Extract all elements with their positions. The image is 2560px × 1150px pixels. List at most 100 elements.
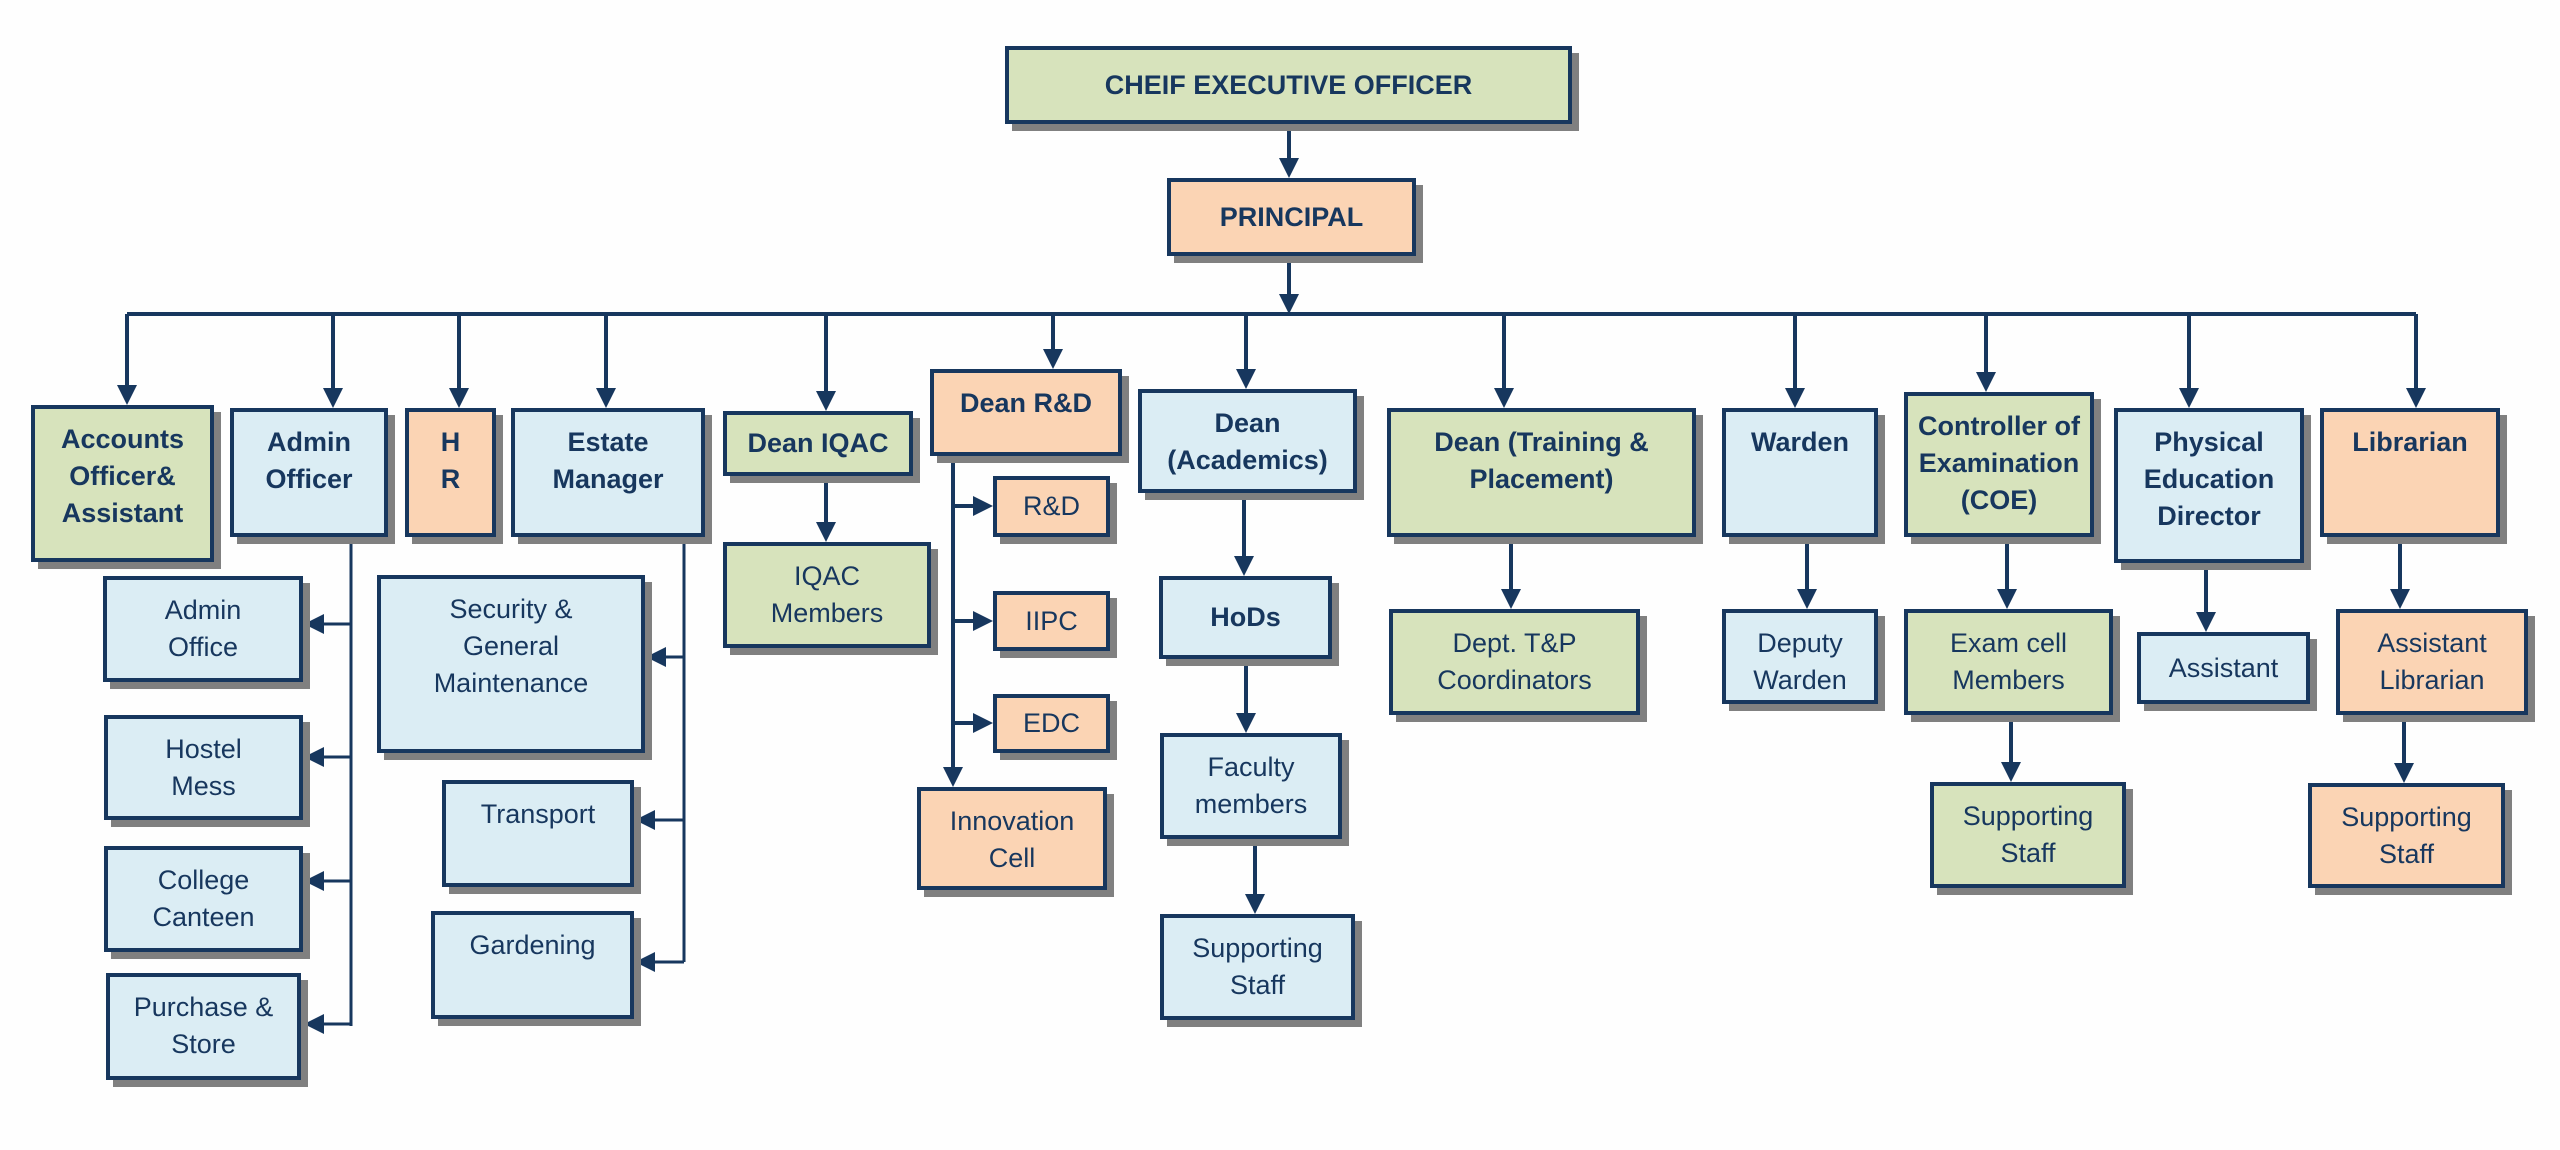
org-node-label: Physical Education Director xyxy=(2143,427,2275,531)
org-node-label: R&D xyxy=(1022,491,1080,521)
org-node-edc: EDC xyxy=(993,694,1110,753)
arrowhead-icon xyxy=(1501,589,1521,609)
org-node-label: Warden xyxy=(1750,427,1849,457)
org-node-asst-librarian: Assistant Librarian xyxy=(2336,609,2528,715)
arrowhead-icon xyxy=(1785,388,1805,408)
arrowhead-icon xyxy=(304,747,324,767)
arrowhead-icon xyxy=(973,496,993,516)
org-node-label: Estate Manager xyxy=(552,427,664,494)
org-node-label: Dean R&D xyxy=(959,388,1093,418)
org-node-iipc: IIPC xyxy=(993,591,1110,651)
org-node-label: Dean (Academics) xyxy=(1167,408,1328,475)
org-node-hods: HoDs xyxy=(1159,576,1332,659)
arrowhead-icon xyxy=(1494,388,1514,408)
org-node-acad-support: Supporting Staff xyxy=(1160,914,1355,1020)
arrowhead-icon xyxy=(304,1014,324,1034)
arrowhead-icon xyxy=(1976,372,1996,392)
org-node-security: Security & General Maintenance xyxy=(377,575,645,753)
arrowhead-icon xyxy=(1279,294,1299,314)
org-node-label: Admin Officer xyxy=(265,427,353,494)
org-node-deputy-warden: Deputy Warden xyxy=(1722,609,1878,704)
org-node-label: HoDs xyxy=(1210,602,1281,632)
arrowhead-icon xyxy=(1245,894,1265,914)
org-node-iqac-members: IQAC Members xyxy=(723,542,931,648)
org-node-warden: Warden xyxy=(1722,408,1878,537)
org-node-dean-iqac: Dean IQAC xyxy=(723,411,913,476)
org-node-dean-tnp: Dean (Training & Placement) xyxy=(1387,408,1696,537)
org-node-label: Faculty members xyxy=(1194,752,1308,819)
arrowhead-icon xyxy=(635,952,655,972)
org-node-label: Librarian xyxy=(2352,427,2468,457)
org-node-label: Gardening xyxy=(469,930,596,960)
org-node-label: Supporting Staff xyxy=(1192,933,1323,1000)
arrowhead-icon xyxy=(2196,612,2216,632)
org-node-ped: Physical Education Director xyxy=(2114,408,2304,563)
org-node-transport: Transport xyxy=(442,780,634,887)
arrowhead-icon xyxy=(117,385,137,405)
arrowhead-icon xyxy=(816,391,836,411)
arrowhead-icon xyxy=(1236,713,1256,733)
arrowhead-icon xyxy=(1997,589,2017,609)
org-node-accounts: Accounts Officer& Assistant xyxy=(31,405,214,562)
org-node-label: Supporting Staff xyxy=(2341,802,2472,869)
arrowhead-icon xyxy=(2390,589,2410,609)
org-node-tnp-coord: Dept. T&P Coordinators xyxy=(1389,609,1640,715)
org-node-label: IQAC Members xyxy=(770,561,884,628)
org-node-label: Assistant xyxy=(2168,652,2279,683)
org-node-label: College Canteen xyxy=(152,865,255,932)
org-node-innovation-cell: Innovation Cell xyxy=(917,787,1107,890)
org-node-principal: PRINCIPAL xyxy=(1167,178,1416,256)
org-node-hostel-mess: Hostel Mess xyxy=(104,715,303,820)
org-node-gardening: Gardening xyxy=(431,911,634,1019)
org-node-faculty: Faculty members xyxy=(1160,733,1342,839)
org-node-rnd: R&D xyxy=(993,476,1110,537)
arrowhead-icon xyxy=(304,614,324,634)
org-node-label: PRINCIPAL xyxy=(1219,201,1364,232)
arrowhead-icon xyxy=(1797,589,1817,609)
arrowhead-icon xyxy=(973,713,993,733)
org-node-label: Admin Office xyxy=(164,595,242,662)
org-node-ped-assistant: Assistant xyxy=(2137,632,2310,704)
arrowhead-icon xyxy=(943,767,963,787)
arrowhead-icon xyxy=(816,522,836,542)
arrowhead-icon xyxy=(2394,763,2414,783)
org-node-label: Transport xyxy=(480,799,596,829)
org-node-label: Hostel Mess xyxy=(165,734,242,801)
org-node-hr: H R xyxy=(405,408,496,537)
org-node-purchase-store: Purchase & Store xyxy=(106,973,301,1080)
org-node-librarian: Librarian xyxy=(2320,408,2500,537)
arrowhead-icon xyxy=(2179,388,2199,408)
org-node-label: Deputy Warden xyxy=(1753,628,1847,695)
arrowhead-icon xyxy=(596,388,616,408)
org-node-label: Security & General Maintenance xyxy=(433,594,589,698)
arrowhead-icon xyxy=(646,647,666,667)
org-node-label: Purchase & Store xyxy=(133,992,274,1059)
org-node-label: CHEIF EXECUTIVE OFFICER xyxy=(1104,69,1473,100)
org-node-dean-academics: Dean (Academics) xyxy=(1138,389,1357,493)
org-node-dean-rnd: Dean R&D xyxy=(930,369,1122,456)
org-node-label: IIPC xyxy=(1025,605,1078,636)
arrowhead-icon xyxy=(635,810,655,830)
arrowhead-icon xyxy=(2406,388,2426,408)
org-node-lib-support: Supporting Staff xyxy=(2308,783,2505,888)
arrowhead-icon xyxy=(1279,158,1299,178)
arrowhead-icon xyxy=(304,871,324,891)
org-node-label: Dean (Training & Placement) xyxy=(1434,427,1649,494)
org-node-label: Dept. T&P Coordinators xyxy=(1437,628,1592,695)
org-node-label: Controller of Examination (COE) xyxy=(1918,411,2080,515)
arrowhead-icon xyxy=(973,611,993,631)
org-node-college-canteen: College Canteen xyxy=(104,846,303,952)
org-node-estate-manager: Estate Manager xyxy=(511,408,705,537)
arrowhead-icon xyxy=(449,388,469,408)
org-node-label: Supporting Staff xyxy=(1962,801,2094,868)
org-node-coe: Controller of Examination (COE) xyxy=(1904,392,2094,537)
arrowhead-icon xyxy=(323,388,343,408)
org-node-admin-office: Admin Office xyxy=(103,576,303,682)
org-node-ceo: CHEIF EXECUTIVE OFFICER xyxy=(1005,46,1572,124)
org-node-label: Assistant Librarian xyxy=(2377,628,2487,695)
org-node-exam-cell: Exam cell Members xyxy=(1904,609,2113,715)
org-node-coe-support: Supporting Staff xyxy=(1930,782,2126,888)
org-node-label: Accounts Officer& Assistant xyxy=(60,424,185,528)
arrowhead-icon xyxy=(1043,349,1063,369)
arrowhead-icon xyxy=(2001,762,2021,782)
